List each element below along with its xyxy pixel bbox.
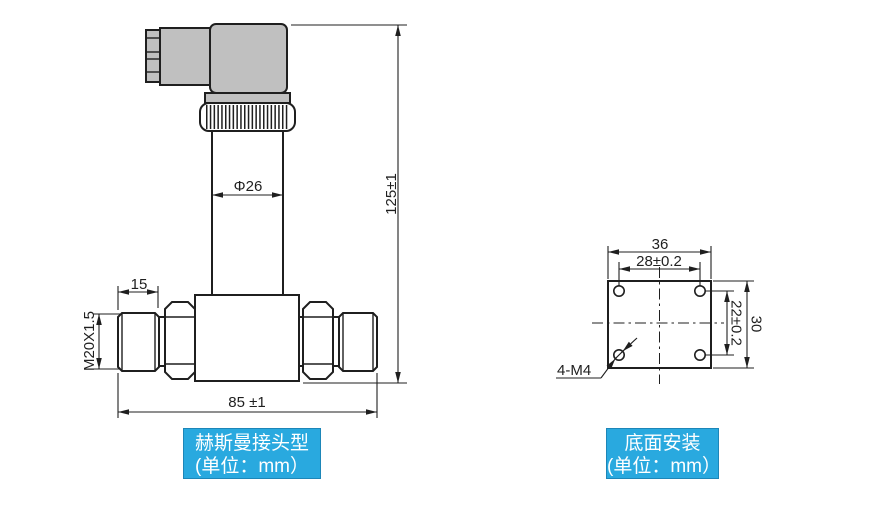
dim-thread-length: 15 [117,276,159,310]
dim-overall-height-label: 125±1 [383,173,400,215]
dim-mounting-holes-label: 4-M4 [557,362,591,379]
leader-4-m4: 4-M4 [556,337,638,379]
caption-hirschmann-unit: (单位：mm） [195,456,309,477]
dim-stem-diameter: Φ26 [212,178,283,198]
sensor-stem [211,130,284,298]
dim-plate-height-label: 30 [748,316,765,333]
dim-overall-length-label: 85 ±1 [228,394,265,411]
caption-bottom-mount: 底面安装 (单位：mm） [606,428,721,479]
caption-hirschmann-title: 赫斯曼接头型 [194,433,309,454]
dim-thread-length-label: 15 [131,276,148,293]
dim-hole-spacing-vertical-label: 22±0.2 [728,300,745,346]
caption-bottom-mount-title: 底面安装 [624,433,701,454]
dim-thread-spec: M20X1.5 [81,311,120,371]
thread-end-right [338,312,378,372]
dimensions-left-figure: Φ26 125±1 15 M20X1.5 85 ±1 [81,24,407,418]
dim-overall-height: 125±1 [291,24,407,384]
dim-overall-length: 85 ±1 [117,373,378,418]
dim-hole-spacing-vertical: 22±0.2 [705,290,745,356]
hex-nut-right [302,301,334,380]
thread-end-left [117,312,160,372]
dim-stem-diameter-label: Φ26 [234,178,263,195]
transmitter-front-view [117,23,378,382]
hirschmann-connector [145,23,296,132]
connector-collar [204,92,291,104]
dim-hole-spacing-horizontal-label: 28±0.2 [636,253,682,270]
sensor-body [194,294,300,382]
dim-plate-width: 36 [607,236,712,279]
hex-nut-left [164,301,196,380]
connector-block [209,23,288,94]
dim-plate-height: 30 [713,280,765,369]
caption-bottom-mount-unit: (单位：mm） [607,456,721,477]
caption-hirschmann-type: 赫斯曼接头型 (单位：mm） [183,428,321,479]
dim-thread-spec-label: M20X1.5 [81,311,98,371]
mounting-hole-bottom-left [612,348,625,361]
connector-mid-body [159,27,211,86]
bottom-mount-view: 4-M4 36 28±0.2 22±0.2 [556,236,765,384]
dim-plate-width-label: 36 [652,236,669,253]
dim-hole-spacing-horizontal: 28±0.2 [618,253,701,286]
